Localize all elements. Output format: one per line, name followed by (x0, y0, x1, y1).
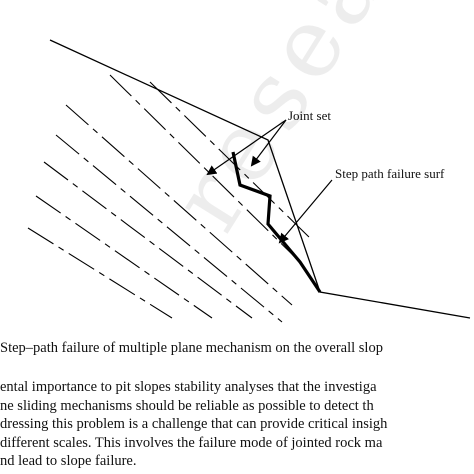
joint-set-label: Joint set (288, 108, 331, 123)
body-line: different scales. This involves the fail… (0, 434, 383, 451)
joint-line (43, 161, 253, 319)
joint-arrow-left (206, 119, 287, 176)
joint-line (109, 74, 301, 263)
joint-arrow-right (250, 119, 287, 167)
figure-caption: Step–path failure of multiple plane mech… (0, 340, 383, 356)
joint-line (35, 195, 213, 319)
body-line: ental importance to pit slopes stability… (0, 379, 377, 395)
step-path-label: Step path failure surf (335, 166, 445, 181)
joint-line (55, 134, 283, 323)
step-path-failure-surface (231, 151, 322, 293)
body-line: dressing this problem is a challenge tha… (0, 416, 388, 433)
joint-line (65, 104, 293, 306)
joint-line (27, 227, 173, 319)
body-line: ne sliding mechanisms should be reliable… (0, 397, 374, 414)
joint-set-lines (27, 74, 311, 323)
slope-profile (49, 39, 471, 319)
annotation-arrows (206, 119, 333, 244)
step-path-arrow (278, 179, 333, 244)
joint-line (149, 81, 311, 239)
body-paragraph: ental importance to pit slopes stability… (0, 378, 474, 471)
body-line: nd lead to slope failure. (0, 453, 137, 470)
